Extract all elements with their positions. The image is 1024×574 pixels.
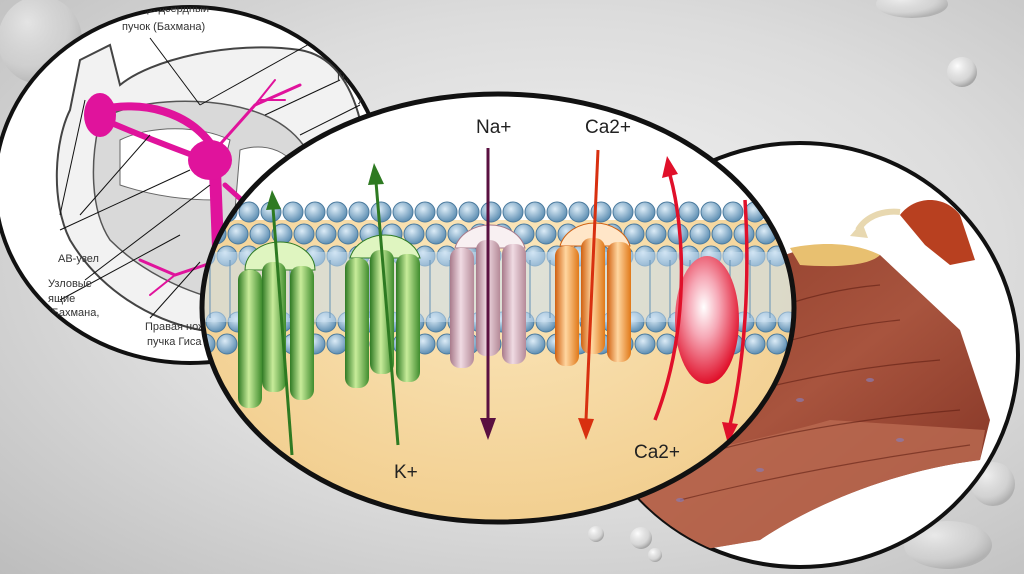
lipid-head — [250, 224, 270, 244]
lipid-head — [294, 224, 314, 244]
label-sodium: Na+ — [476, 117, 511, 138]
lipid-head — [327, 202, 347, 222]
lipid-head — [426, 224, 446, 244]
lipid-head — [437, 202, 457, 222]
lipid-head — [712, 224, 732, 244]
heart-label-nodal: Узловые — [48, 278, 92, 290]
lipid-head — [536, 224, 556, 244]
lipid-head — [701, 202, 721, 222]
lipid-head — [569, 202, 589, 222]
lipid-head — [503, 202, 523, 222]
lipid-head — [635, 334, 655, 354]
lipid-head — [393, 202, 413, 222]
lipid-head — [239, 202, 259, 222]
heart-label-av-node: АВ-узел — [58, 253, 99, 265]
lipid-head — [228, 224, 248, 244]
lipid-head — [481, 202, 501, 222]
lipid-head — [767, 334, 787, 354]
av-node — [188, 140, 232, 180]
lipid-head — [327, 334, 347, 354]
lipid-head — [734, 224, 754, 244]
label-calcium-bottom: Ca2+ — [634, 442, 680, 463]
lipid-head — [349, 202, 369, 222]
lipid-head — [525, 202, 545, 222]
heart-label-bachmann-2: (Бахмана, — [48, 307, 99, 319]
lipid-head — [547, 202, 567, 222]
lipid-head — [635, 202, 655, 222]
label-calcium-top: Ca2+ — [585, 117, 631, 138]
lipid-head — [646, 224, 666, 244]
sa-node — [84, 93, 116, 137]
label-potassium: K+ — [394, 462, 418, 483]
lipid-head — [657, 202, 677, 222]
lipid-head — [217, 334, 237, 354]
lipid-head — [371, 202, 391, 222]
heart-label-bachmann: пучок (Бахмана) — [122, 21, 205, 33]
lipid-head — [525, 334, 545, 354]
lipid-head — [316, 224, 336, 244]
lipid-head — [305, 202, 325, 222]
lipid-head — [283, 202, 303, 222]
lipid-head — [690, 224, 710, 244]
lipid-head — [415, 202, 435, 222]
lipid-head — [613, 202, 633, 222]
lipid-head — [745, 334, 765, 354]
lipid-head — [679, 202, 699, 222]
lipid-head — [459, 202, 479, 222]
calcium-exchanger — [675, 256, 739, 384]
heart-label-his-2: пучка Гиса — [147, 336, 202, 348]
lipid-head — [723, 202, 743, 222]
lipid-head — [338, 224, 358, 244]
heart-label-nodal-2: ящие — [48, 293, 75, 305]
